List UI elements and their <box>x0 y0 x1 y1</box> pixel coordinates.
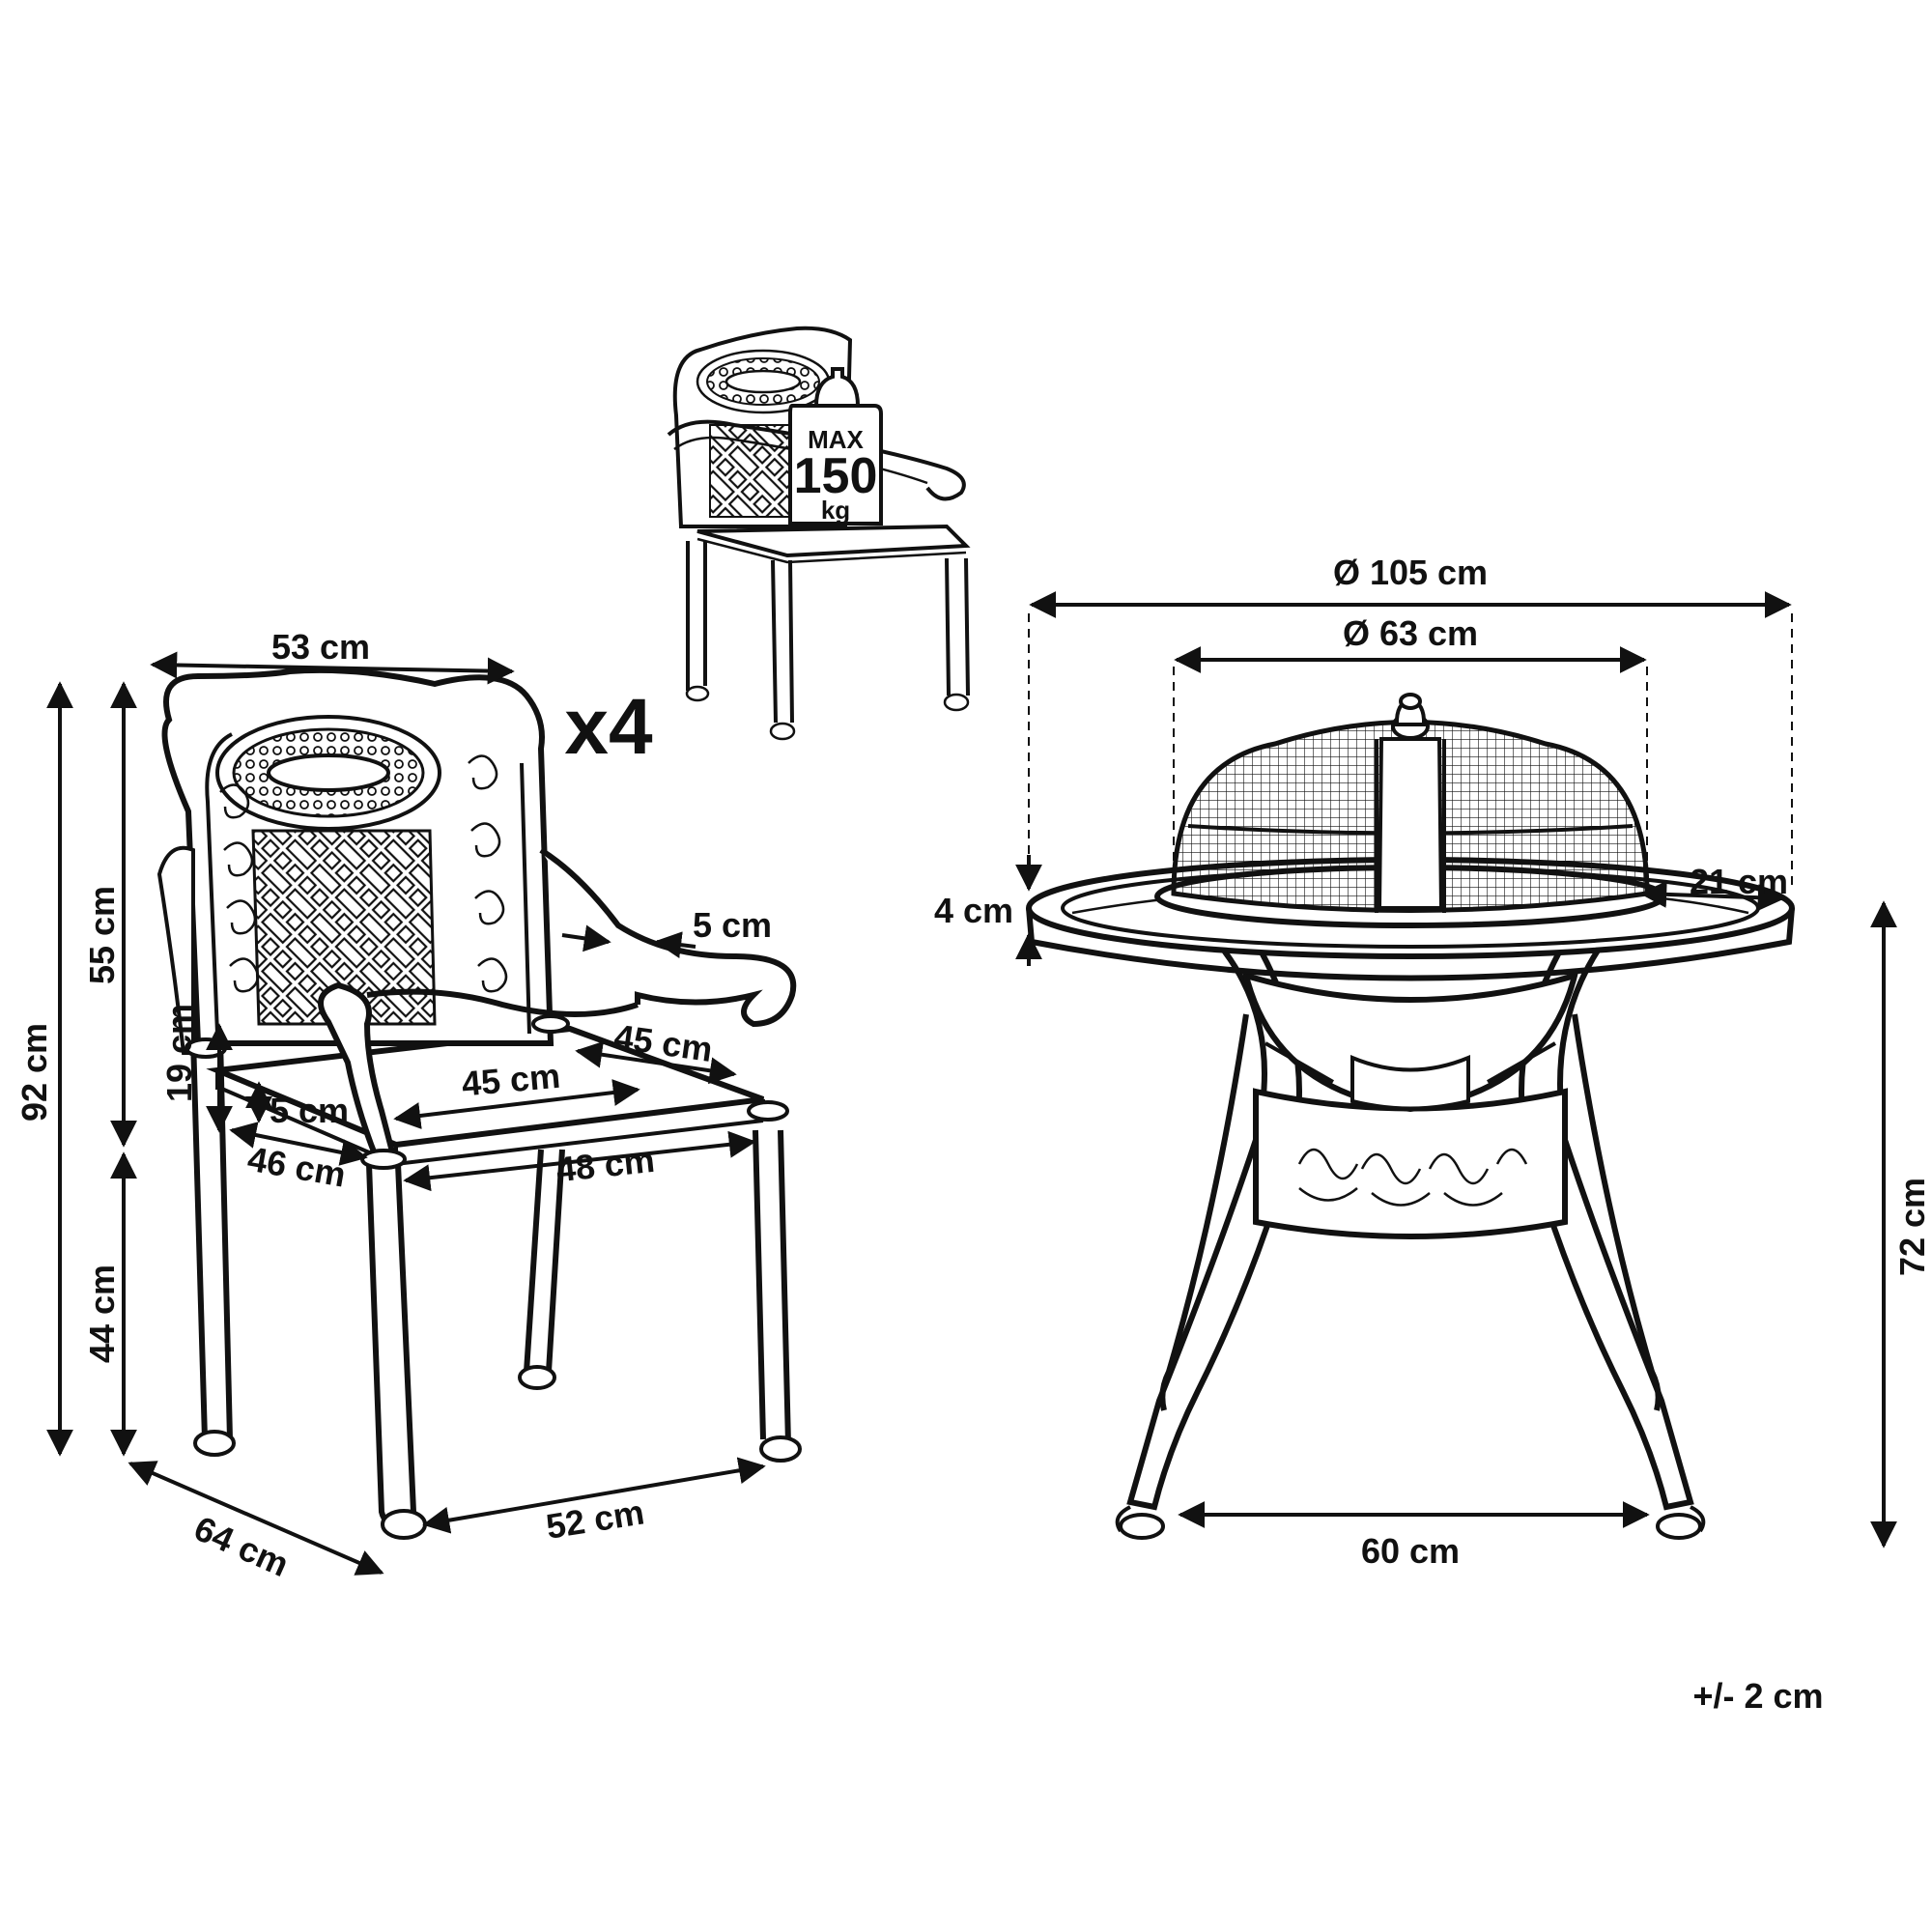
label-table-diameter: Ø 105 cm <box>1333 553 1488 592</box>
label-chair-depth: 64 cm <box>188 1508 295 1584</box>
badge-unit: kg <box>821 496 850 525</box>
label-chair-back-height: 55 cm <box>82 886 122 984</box>
label-chair-seat-width: 45 cm <box>460 1056 561 1104</box>
label-tolerance: +/- 2 cm <box>1692 1676 1823 1716</box>
label-bowl-diameter: Ø 63 cm <box>1343 613 1478 653</box>
label-chair-arm-thickness: 5 cm <box>693 905 772 945</box>
label-table-height: 72 cm <box>1892 1178 1932 1276</box>
table-dimensions <box>1015 591 1897 1548</box>
chair-drawing <box>156 667 802 1540</box>
label-chair-seat-height: 44 cm <box>82 1264 122 1363</box>
label-chair-width-top: 53 cm <box>271 627 370 667</box>
label-chair-total-height: 92 cm <box>14 1023 54 1122</box>
chair-dimensions <box>46 651 766 1576</box>
badge-weight: 150 <box>794 448 878 504</box>
badge-max: MAX <box>808 425 864 454</box>
label-chair-seat-front: 48 cm <box>554 1140 657 1189</box>
label-table-base: 60 cm <box>1361 1531 1460 1571</box>
label-quantity: x4 <box>564 683 653 771</box>
table-labels: Ø 105 cm Ø 63 cm 21 cm 4 cm 72 cm 60 cm … <box>934 553 1932 1716</box>
label-rim-thickness: 4 cm <box>934 891 1013 930</box>
load-capacity-illustration: MAX 150 kg <box>667 326 971 741</box>
table-drawing <box>1026 693 1795 1540</box>
label-chair-arm-height: 19 cm <box>159 1004 199 1102</box>
label-rim-width: 21 cm <box>1690 862 1788 901</box>
label-chair-cushion-thickness: 5 cm <box>270 1091 349 1130</box>
label-chair-seat-side: 46 cm <box>244 1139 349 1195</box>
